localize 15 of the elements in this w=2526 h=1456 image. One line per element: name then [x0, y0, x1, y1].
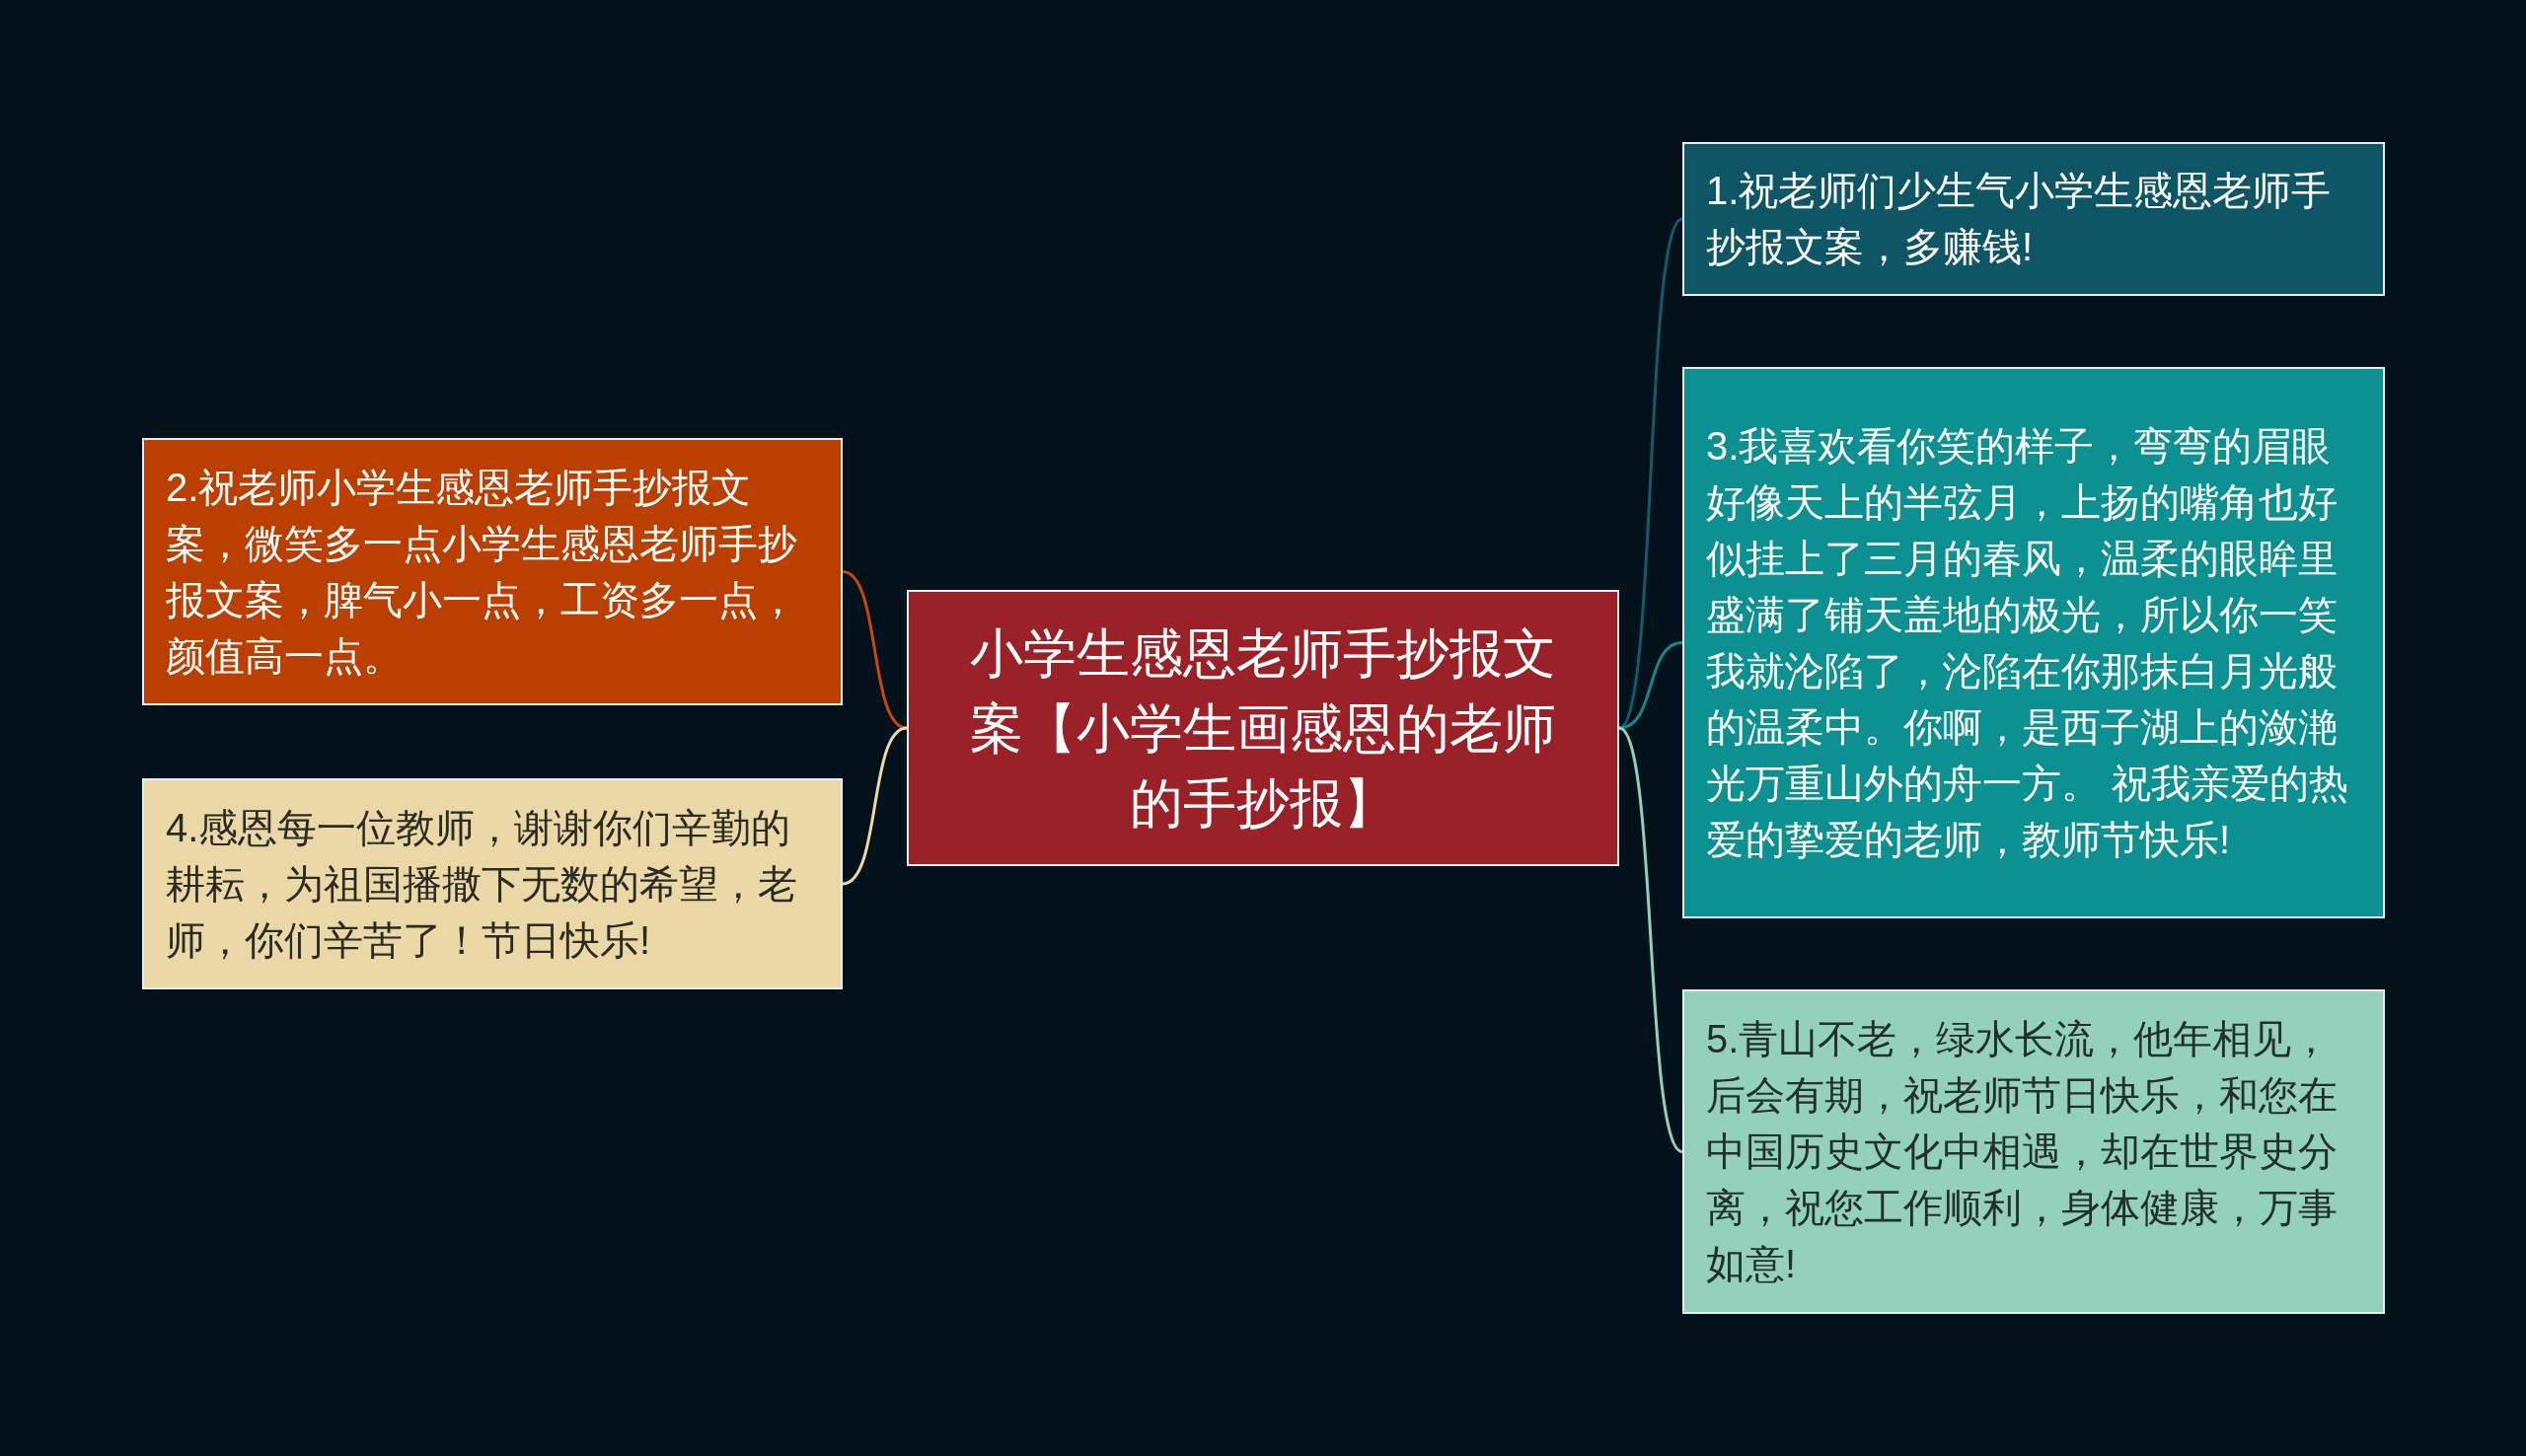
topic-box: [907, 590, 1619, 866]
idea-box: [142, 778, 843, 989]
idea-box: [1682, 367, 2385, 918]
connector-line: [842, 726, 908, 886]
idea-text: 1.祝老师们少生气小学生感恩老师手抄报文案，多赚钱!: [1706, 168, 2333, 270]
topic-text: 小学生感恩老师手抄报文案【小学生画感恩的老师的手抄报】: [969, 622, 1557, 835]
idea-text: 3.我喜欢看你笑的样子，弯弯的眉眼好像天上的半弦月，上扬的嘴角也好似挂上了三月的春风，温柔的眼眸里盛满了铺天盖地的极光，所以你一笑我就沦陷了，沦陷在你那抹白月光般的温柔中。你啊，是西子湖上的潋滟光万重山外的舟一方。 祝我亲爱的热爱的挚爱的老师，教师节快乐!: [1706, 422, 2350, 863]
idea-text: 2.祝老师小学生感恩老师手抄报文案，微笑多一点小学生感恩老师手抄报文案，脾气小一点，工资多一点，颜值高一点。: [166, 464, 798, 680]
idea-box: [1682, 142, 2385, 296]
connector-line: [1618, 641, 1683, 730]
idea-text: 4.感恩每一位教师，谢谢你们辛勤的耕耘，为祖国播撒下无数的希望，老师，你们辛苦了！节日快乐!: [166, 804, 798, 964]
idea-text: 5.青山不老，绿水长流，他年相见，后会有期，祝老师节日快乐，和您在中国历史文化中相遇，却在世界史分离，祝您工作顺利，身体健康，万事如意!: [1706, 1016, 2339, 1287]
idea-box: [142, 438, 843, 705]
idea-box: [1682, 989, 2385, 1314]
connector-line: [842, 570, 908, 730]
